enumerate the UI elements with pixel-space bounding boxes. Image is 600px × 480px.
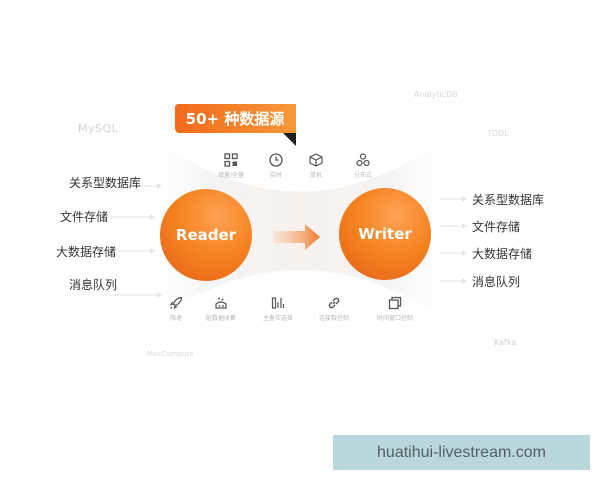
feature-caption: 实时 [269, 172, 282, 179]
feature-primary-standby: 主备库选择 [250, 296, 306, 322]
feature-caption: 主备库选择 [262, 315, 293, 322]
feature-caption: 时间窗口控制 [376, 315, 413, 322]
feature-caption: 限速 [169, 315, 182, 322]
left-guide-arrows [100, 183, 162, 298]
badge-tail [283, 133, 296, 146]
ghost-maxcompute: MaxCompute [147, 350, 194, 358]
ghost-kafka: Kafka [494, 338, 517, 347]
right-guide-arrows [440, 196, 467, 284]
dirty-data-icon [215, 297, 227, 309]
feature-time-window: 时间窗口控制 [367, 296, 423, 322]
right-target-file-storage: 文件存储 [472, 220, 521, 234]
left-source-big-data: 大数据存储 [56, 245, 117, 259]
reader-label: Reader [176, 226, 237, 244]
left-source-file-storage: 文件存储 [60, 210, 109, 224]
feature-connection-control: 连接数控制 [306, 296, 362, 322]
feature-caption: 分布式 [353, 172, 372, 179]
ghost-tddl: TDDL [487, 129, 509, 138]
data-source-badge: 50+ 种数据源 [175, 104, 296, 146]
watermark-banner: huatihui-livestream.com [333, 435, 590, 470]
feature-caption: 连接数控制 [318, 315, 349, 322]
window-icon [388, 296, 402, 310]
left-source-relational-db: 关系型数据库 [69, 176, 142, 190]
cluster-icon [356, 153, 370, 167]
reader-node: Reader [160, 189, 252, 281]
feature-caption: 单机 [309, 172, 322, 179]
feature-caption: 增量/全量 [217, 172, 245, 179]
grid-icon [224, 153, 238, 167]
shard-icon [271, 297, 285, 309]
ghost-analyticdb: AnalyticDB [414, 90, 458, 99]
clock-icon [269, 153, 283, 167]
feature-realtime: 实时 [256, 153, 296, 179]
writer-node: Writer [339, 188, 431, 280]
watermark-text: huatihui-livestream.com [377, 443, 546, 461]
right-target-message-queue: 消息队列 [472, 275, 521, 289]
feature-incremental: 增量/全量 [211, 153, 251, 179]
badge-text: 50+ 种数据源 [186, 110, 285, 128]
flow-arrow-icon [273, 224, 320, 250]
link-icon [328, 297, 340, 309]
ghost-mysql: MySQL [78, 122, 119, 135]
right-target-relational-db: 关系型数据库 [472, 193, 545, 207]
writer-label: Writer [358, 225, 412, 243]
feature-caption: 脏数据收集 [205, 315, 236, 322]
feature-distributed: 分布式 [343, 153, 383, 179]
feature-dirty-data: 脏数据收集 [193, 296, 249, 322]
feature-standalone: 单机 [296, 153, 336, 179]
rocket-icon [169, 296, 183, 310]
left-source-message-queue: 消息队列 [69, 278, 118, 292]
right-target-big-data: 大数据存储 [472, 247, 533, 261]
cube-icon [309, 153, 323, 167]
feature-rate-limit: 限速 [148, 296, 204, 322]
